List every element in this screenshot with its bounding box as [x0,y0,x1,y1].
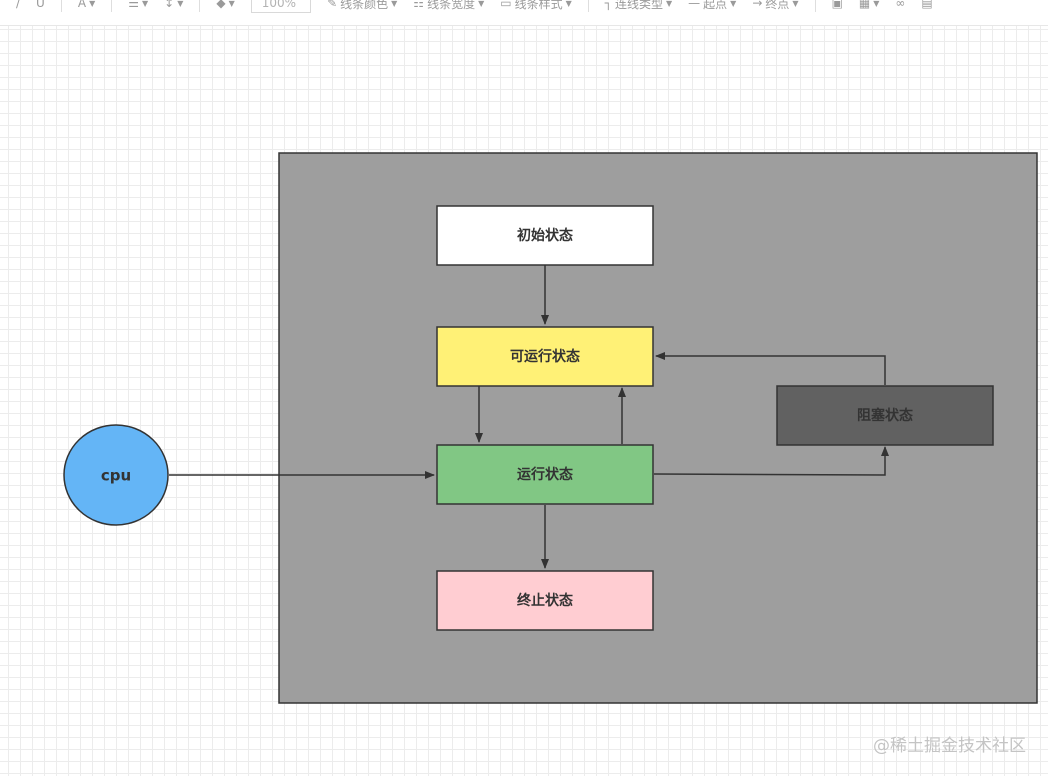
pen-icon: ✎ [327,0,338,10]
node-terminated-box [436,570,654,631]
line-color-button[interactable]: ✎线条颜色▼ [327,0,397,12]
watermark: @稀土掘金技术社区 [873,736,1026,756]
connector-type-label: 连线类型 [614,0,663,11]
line-width-button[interactable]: ☷线条宽度▼ [413,0,484,12]
toolbar-row: / U A▼ ☰▼ ↕▼ ◆▼ 100% ✎线条颜色▼ ☷线条宽度▼ ▭线条样式… [0,0,949,16]
font-color-icon[interactable]: A▼ [77,0,96,10]
node-initial-box [436,205,654,266]
node-runnable[interactable]: 可运行状态 [436,326,654,387]
line-start-icon: — [688,0,701,10]
node-initial[interactable]: 初始状态 [436,205,654,266]
toolbar-divider [814,0,816,12]
start-point-label: 起点 [703,0,728,11]
node-blocked-box [776,385,994,446]
chevron-down-icon: ▼ [666,0,673,8]
arrow-running-to-blocked[interactable] [653,446,889,476]
chevron-down-icon: ▼ [730,0,737,8]
node-running-box [436,444,654,505]
node-terminated-label: 终止状态 [517,592,573,609]
chevron-down-icon: ▼ [89,0,96,8]
connector-type-button[interactable]: ┐连线类型▼ [605,0,672,12]
chevron-down-icon: ▼ [177,0,184,8]
chevron-down-icon: ▼ [391,0,398,8]
toolbar-divider [587,0,589,12]
node-initial-label: 初始状态 [517,227,573,244]
node-runnable-label: 可运行状态 [510,348,580,365]
toolbar-divider [111,0,113,12]
image-icon[interactable]: ▣ [831,0,843,10]
line-width-icon: ☷ [413,0,425,10]
node-running-label: 运行状态 [517,466,573,483]
align-icon[interactable]: ☰▼ [128,0,149,10]
node-blocked[interactable]: 阻塞状态 [776,385,994,446]
node-cpu-circle [63,424,169,526]
chevron-down-icon: ▼ [228,0,235,8]
start-point-button[interactable]: —起点▼ [688,0,736,12]
italic-icon[interactable]: / [16,0,21,10]
line-style-icon: ▭ [500,0,512,10]
line-color-label: 线条颜色 [340,0,389,11]
node-terminated[interactable]: 终止状态 [436,570,654,631]
node-running[interactable]: 运行状态 [436,444,654,505]
toolbar: / U A▼ ☰▼ ↕▼ ◆▼ 100% ✎线条颜色▼ ☷线条宽度▼ ▭线条样式… [0,0,1048,26]
line-width-label: 线条宽度 [427,0,476,11]
line-height-icon[interactable]: ↕▼ [164,0,184,10]
end-point-label: 终点 [765,0,790,11]
fill-color-icon[interactable]: ◆▼ [216,0,235,10]
toolbar-divider [199,0,201,12]
arrow-blocked-to-runnable[interactable] [655,352,886,385]
arrow-right-icon: → [752,0,763,10]
line-style-button[interactable]: ▭线条样式▼ [500,0,572,12]
chevron-down-icon: ▼ [792,0,799,8]
connector-icon: ┐ [604,0,612,10]
node-runnable-box [436,326,654,387]
underline-icon[interactable]: U [36,0,45,10]
node-blocked-label: 阻塞状态 [857,407,913,424]
chevron-down-icon: ▼ [565,0,572,8]
node-cpu-label: cpu [101,467,131,485]
table-icon[interactable]: ▦▼ [858,0,880,10]
chevron-down-icon: ▼ [478,0,485,8]
chevron-down-icon: ▼ [141,0,149,8]
line-style-label: 线条样式 [514,0,563,11]
more-icon[interactable]: ▤ [921,0,933,10]
link-icon[interactable]: ∞ [895,0,906,10]
node-cpu[interactable]: cpu [63,424,169,526]
toolbar-divider [60,0,62,12]
zoom-input[interactable]: 100% [250,0,312,13]
end-point-button[interactable]: →终点▼ [752,0,798,12]
chevron-down-icon: ▼ [873,0,880,8]
